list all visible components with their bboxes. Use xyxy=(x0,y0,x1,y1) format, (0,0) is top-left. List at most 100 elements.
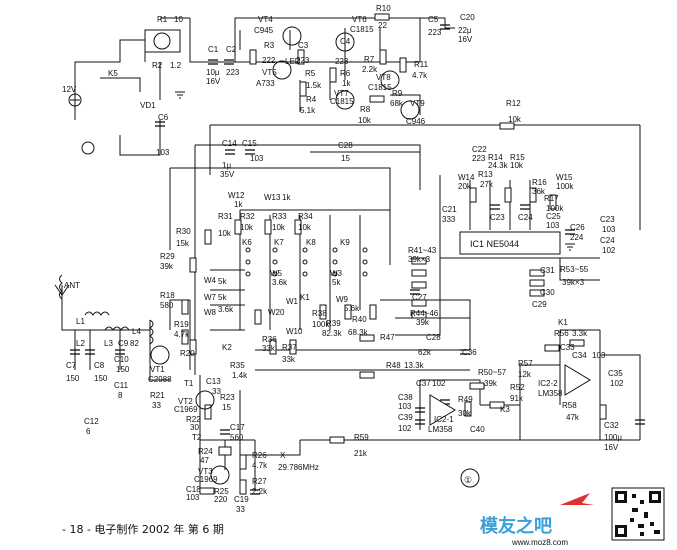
label-c2: C2 xyxy=(226,45,237,54)
label-r31-value: 10k xyxy=(218,229,232,238)
label-vt2-type: C1969 xyxy=(174,405,198,414)
label-r53-55: R53~55 xyxy=(560,265,589,274)
label-c5: C5 xyxy=(428,15,439,24)
label-r24-value: 47 xyxy=(200,456,209,465)
label-r17: R17 xyxy=(544,194,559,203)
label-c35-value: 102 xyxy=(610,379,624,388)
label-r19-value: 4.7k xyxy=(174,330,190,339)
label-w14: W14 xyxy=(458,173,475,182)
label-r9: R9 xyxy=(392,89,403,98)
label-vt1: VT1 xyxy=(150,365,165,374)
label-r3: R3 xyxy=(264,41,275,50)
label-r2: R2 xyxy=(152,61,163,70)
label-r57-value: 12k xyxy=(518,370,532,379)
label-r41-43: R41~43 xyxy=(408,246,437,255)
label-r34: R34 xyxy=(298,212,313,221)
label-c28-lower: C28 xyxy=(426,333,441,342)
label-r34-value: 10k xyxy=(298,223,312,232)
label-vt8: VT8 xyxy=(376,73,391,82)
label-r13: R13 xyxy=(478,170,493,179)
label-w7: W7 xyxy=(204,293,217,302)
label-c14-value: 1μ xyxy=(222,161,231,170)
label-c19: C19 xyxy=(234,495,249,504)
label-r11: R11 xyxy=(414,60,429,69)
label-c8: C8 xyxy=(94,361,105,370)
label-c23-right-value: 103 xyxy=(602,225,616,234)
label-c7: C7 xyxy=(66,361,77,370)
label-r38: R38 xyxy=(312,309,327,318)
label-c1: C1 xyxy=(208,45,219,54)
label-r23-value: 15 xyxy=(222,403,231,412)
label-r6-value: 1k xyxy=(342,79,351,88)
label-c33: C33 xyxy=(560,343,575,352)
label-r40-value: 68.3k xyxy=(348,328,369,337)
label-w12: W12 xyxy=(228,191,245,200)
label-r37: R37 xyxy=(282,343,297,352)
label-r41-43-value: 39k×3 xyxy=(408,255,431,264)
label-ic2-1-type: LM358 xyxy=(428,425,453,434)
label-c32-value: 100μ xyxy=(604,433,622,442)
label-r4: R4 xyxy=(306,95,317,104)
label-vt3: VT3 xyxy=(198,467,213,476)
label-r29-value: 39k xyxy=(160,262,174,271)
label-c9-value: 82 xyxy=(130,339,139,348)
label-k8: K8 xyxy=(306,238,316,247)
qr-code xyxy=(611,487,665,541)
label-c20-value: 22μ xyxy=(458,26,472,35)
label-c3: C3 xyxy=(298,41,309,50)
ic2-1-symbol xyxy=(429,394,456,426)
label-k3: K3 xyxy=(500,405,510,414)
label-r16-value: 36k xyxy=(532,187,546,196)
label-k7: K7 xyxy=(274,238,284,247)
watermark-text: 模友之吧 xyxy=(480,515,552,537)
label-c14-voltage: 35V xyxy=(220,170,235,179)
label-w20: W20 xyxy=(268,308,285,317)
label-r32: R32 xyxy=(240,212,255,221)
label-w3-value: 5k xyxy=(332,278,341,287)
label-w8-value: 3.6k xyxy=(218,305,234,314)
label-r35: R35 xyxy=(230,361,245,370)
label-r33: R33 xyxy=(272,212,287,221)
label-c34-value: 103 xyxy=(592,351,606,360)
label-r17-value: 100k xyxy=(546,204,564,213)
label-c30: C30 xyxy=(540,288,555,297)
label-r52: R52 xyxy=(510,383,525,392)
label-c13-value: 33 xyxy=(212,387,221,396)
label-r12-value: 10k xyxy=(508,115,522,124)
label-c31: C31 xyxy=(540,266,555,275)
label-c15-value: 103 xyxy=(250,154,264,163)
label-c18-value: 103 xyxy=(186,493,200,502)
label-r53-55-value: 39k×3 xyxy=(562,278,585,287)
label-r25-value: 220 xyxy=(214,495,228,504)
label-w12-value: 1k xyxy=(234,200,243,209)
label-r50-57: R50~57 xyxy=(478,368,507,377)
label-r26: R26 xyxy=(252,451,267,460)
label-r16: R16 xyxy=(532,178,547,187)
label-c23: C23 xyxy=(490,213,505,222)
label-r18: R18 xyxy=(160,291,175,300)
label-r1-value: 10 xyxy=(174,15,183,24)
label-r3-value: 222 xyxy=(262,56,276,65)
label-t1: T1 xyxy=(184,379,194,388)
label-w13: W13 xyxy=(264,193,281,202)
component-labels: R1 10 R2 1.2 K5 VD1 12V C1 10μ 16V C2 22… xyxy=(62,4,624,514)
label-r18-value: 580 xyxy=(160,301,174,310)
label-c12: C12 xyxy=(84,417,99,426)
label-vt4: VT4 xyxy=(258,15,273,24)
label-r48: R48 xyxy=(386,361,401,370)
label-c39-value: 102 xyxy=(398,424,412,433)
label-r9-value: 68k xyxy=(390,99,404,108)
label-c4: C4 xyxy=(340,37,351,46)
label-r44-46: R44~46 xyxy=(410,309,439,318)
label-w10: W10 xyxy=(286,327,303,336)
label-c22-value: 223 xyxy=(472,154,486,163)
label-vt1-type: C2988 xyxy=(148,375,172,384)
label-vt6: VT6 xyxy=(352,15,367,24)
label-vt3-type: C1969 xyxy=(194,475,218,484)
label-c24: C24 xyxy=(518,213,533,222)
label-c10-value: 150 xyxy=(116,365,130,374)
label-vt7-type: C1815 xyxy=(330,97,354,106)
label-c1-value: 10μ xyxy=(206,68,220,77)
page-footer: - 18 - 电子制作 2002 年 第 6 期 xyxy=(62,522,224,536)
label-vt7: VT7 xyxy=(334,89,349,98)
